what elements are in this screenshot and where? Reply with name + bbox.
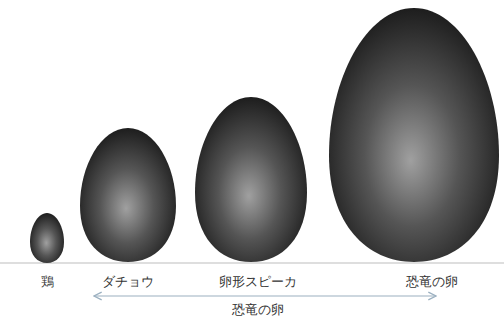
range-arrow — [94, 295, 436, 296]
chicken-egg — [30, 213, 64, 263]
dinosaur-egg — [329, 8, 499, 262]
range-label: 恐竜の卵 — [230, 302, 286, 318]
egg-speaker — [195, 97, 307, 262]
ostrich-egg — [80, 128, 176, 262]
egg-label: ダチョウ — [100, 274, 156, 290]
egg-label: 鶏 — [39, 274, 56, 290]
ground-line — [0, 263, 504, 264]
egg-label: 恐竜の卵 — [404, 274, 460, 290]
egg-label: 卵形スピーカ — [217, 274, 299, 290]
